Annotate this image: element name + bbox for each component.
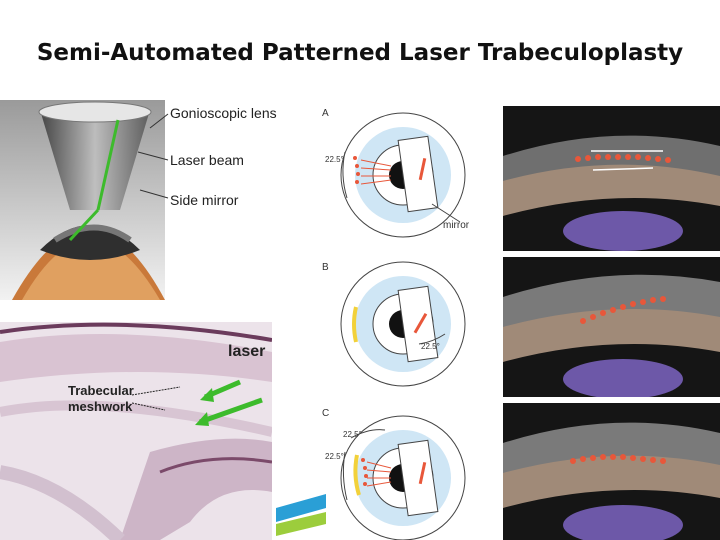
eye-photo-a <box>503 106 720 251</box>
eye-photo-b <box>503 257 720 397</box>
label-side-mirror: Side mirror <box>170 192 238 208</box>
label-laser-beam: Laser beam <box>170 152 244 168</box>
label-tm-line1: Trabecular <box>68 383 134 398</box>
diagram-c <box>315 400 495 540</box>
eye-photo-a-drawing <box>503 106 720 251</box>
eye-photo-c-drawing <box>503 403 720 540</box>
diagram-a-angle: 22.5° <box>325 155 344 164</box>
label-tm-line2: meshwork <box>68 399 132 414</box>
gonioscope-leader-lines <box>130 110 175 210</box>
diagram-c-angle-top: 22.5° <box>343 430 362 439</box>
eye-photo-b-drawing <box>503 257 720 397</box>
diagram-a <box>315 100 495 240</box>
label-gonioscopic-lens: Gonioscopic lens <box>170 105 277 121</box>
diagram-a-mirror-label: mirror <box>443 220 469 231</box>
diagram-b <box>315 252 495 397</box>
label-laser: laser <box>228 343 265 361</box>
tm-leader-line <box>130 385 190 415</box>
diagram-b-angle: 22.5° <box>421 342 440 351</box>
eye-photo-c <box>503 403 720 540</box>
diagram-c-angle-left: 22.5° <box>325 452 344 461</box>
slide-title: Semi-Automated Patterned Laser Trabeculo… <box>0 40 720 66</box>
